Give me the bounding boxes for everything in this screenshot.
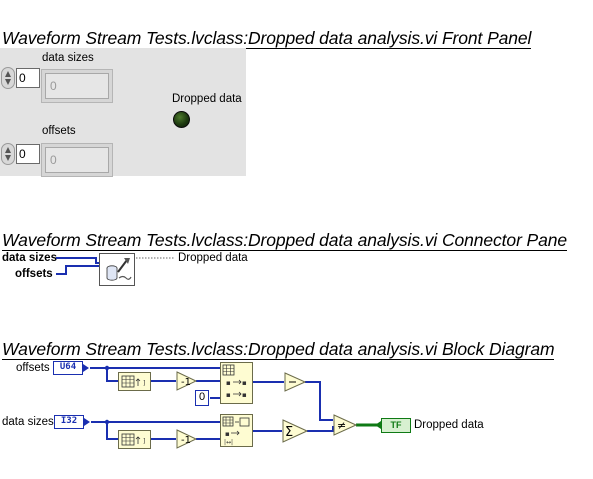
offsets-terminal[interactable]: U64 (53, 361, 89, 375)
indicator-type: TF (390, 420, 402, 430)
dropped-data-label: Dropped data (172, 93, 242, 105)
indicator-arrow-icon (375, 421, 381, 429)
offsets-type: U64 (59, 362, 77, 372)
svg-text:]: ] (143, 438, 145, 445)
svg-text:▪: ▪ (226, 391, 231, 399)
index-spinner[interactable] (1, 67, 15, 89)
svg-text:|↔|: |↔| (224, 439, 233, 446)
svg-text:-1: -1 (181, 435, 191, 446)
index-spinner[interactable] (1, 143, 15, 165)
svg-text:▪: ▪ (225, 430, 230, 438)
data-sizes-terminal-label: data sizes (2, 416, 54, 428)
data-sizes-type: I32 (60, 416, 78, 426)
increment-arrow-icon[interactable] (5, 71, 11, 77)
subtract-node[interactable] (284, 372, 306, 392)
dropped-data-indicator-terminal[interactable]: TF (375, 418, 411, 433)
data-sizes-terminal[interactable]: I32 (54, 415, 90, 429)
decrement-node[interactable]: -1 (176, 429, 198, 449)
array-subset-node[interactable]: ▪ |↔| (220, 414, 253, 447)
waveform-vi-icon[interactable] (99, 253, 135, 286)
front-panel: data sizes 0 0 offsets 0 0 Dropped data (0, 48, 246, 177)
decrement-node[interactable]: -1 (176, 371, 198, 391)
svg-text:▪: ▪ (242, 379, 247, 387)
dropped-data-led (173, 111, 190, 128)
offsets-index[interactable]: 0 (1, 143, 40, 165)
data-sizes-index[interactable]: 0 (1, 67, 40, 89)
connector-pane-heading: Waveform Stream Tests.lvclass:Dropped da… (2, 230, 568, 251)
offsets-array: 0 (41, 143, 113, 177)
offsets-label: offsets (42, 125, 76, 137)
dropped-data-terminal-label: Dropped data (414, 419, 484, 431)
index-value[interactable]: 0 (16, 68, 40, 88)
add-array-elements-node[interactable]: Σ (282, 419, 308, 443)
offsets-terminal-label: offsets (16, 362, 50, 374)
data-sizes-array: 0 (41, 69, 113, 103)
numeric-constant[interactable]: 0 (195, 390, 209, 406)
array-element[interactable]: 0 (45, 147, 109, 173)
decrement-arrow-icon[interactable] (5, 155, 11, 161)
terminal-arrow-icon (83, 364, 89, 372)
index-value[interactable]: 0 (16, 144, 40, 164)
terminal-arrow-icon (84, 418, 90, 426)
svg-text:≠: ≠ (337, 419, 346, 432)
block-diagram-heading: Waveform Stream Tests.lvclass:Dropped da… (2, 339, 555, 360)
array-element[interactable]: 0 (45, 73, 109, 99)
increment-arrow-icon[interactable] (5, 147, 11, 153)
cp-output-dropped-data: Dropped data (178, 252, 248, 264)
front-panel-heading: Waveform Stream Tests.lvclass:Dropped da… (2, 28, 532, 49)
array-size-node[interactable]: ] (118, 430, 151, 449)
svg-text:▪: ▪ (242, 391, 247, 399)
svg-text:]: ] (143, 380, 145, 387)
not-equal-node[interactable]: ≠ (333, 414, 357, 436)
svg-text:Σ: Σ (285, 425, 293, 440)
data-sizes-label: data sizes (42, 52, 94, 64)
index-array-node[interactable]: ▪ ▪ ▪ ▪ (220, 362, 253, 404)
svg-text:-1: -1 (181, 377, 191, 388)
decrement-arrow-icon[interactable] (5, 79, 11, 85)
cp-input-offsets: offsets (15, 268, 53, 280)
cp-input-data-sizes: data sizes (2, 252, 57, 264)
svg-text:▪: ▪ (226, 379, 231, 387)
array-size-node[interactable]: ] (118, 372, 151, 391)
